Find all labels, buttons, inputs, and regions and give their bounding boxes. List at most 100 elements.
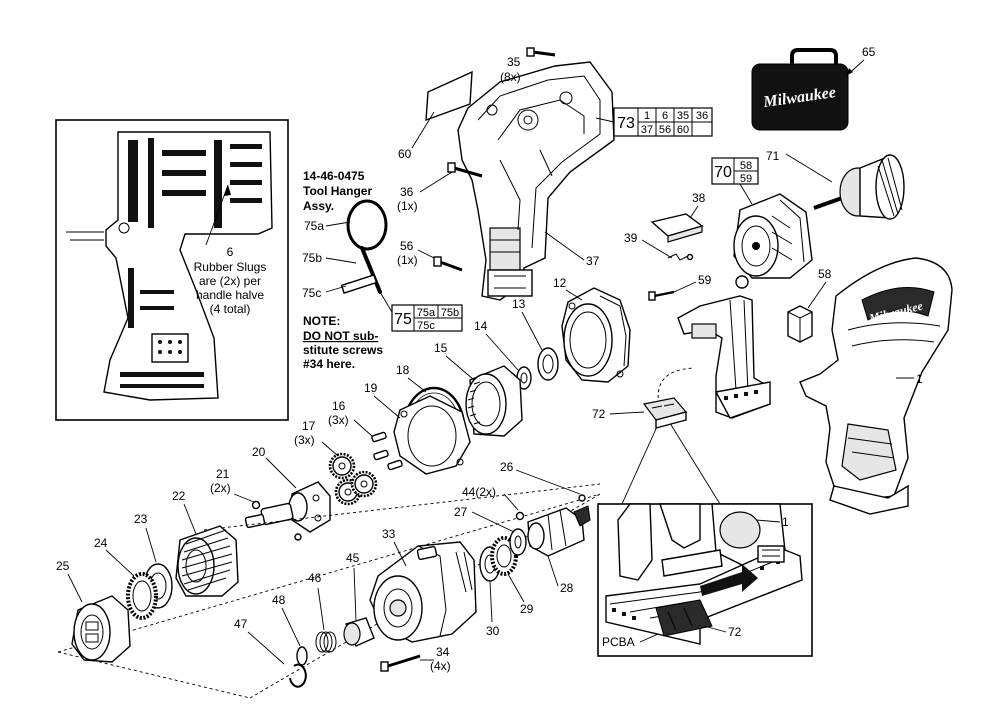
part-20-spindle [244,481,331,541]
part-19-label: 19 [364,381,378,395]
part-27-label: 27 [454,505,468,519]
part-1-label: 1 [916,372,923,386]
part-72-inset-label: 72 [728,625,742,639]
part-14-label: 14 [474,319,488,333]
part-36-label: 36 [400,185,414,199]
pcba-label: PCBA [602,635,635,649]
part-37-label: 37 [586,254,600,268]
part-71-rotor [813,154,905,220]
part-19-plate [393,395,471,475]
rubber-slugs-note-line2: are (2x) per [199,274,261,288]
kit-75-cell-2: 75c [417,320,435,332]
part-45-bushing [343,617,375,647]
kit-73-cell-0: 1 [644,110,650,122]
part-15-ring-gear [465,365,523,437]
part-46-spring [315,631,337,653]
part-38-switch-cover [650,213,704,243]
kit-70-cell-1: 59 [740,173,752,185]
part-59-screw [648,290,675,301]
part-71-label: 71 [766,149,780,163]
kit-75-cell-1: 75b [441,307,459,319]
part-15-label: 15 [434,341,448,355]
part-22-label: 22 [172,489,186,503]
part-37-housing-half [457,61,615,301]
kit-73-cell-5: 56 [659,124,671,136]
part-35-qty: (8x) [500,70,521,84]
part-13-washer [537,347,559,381]
note-line1: DO NOT sub- [303,329,378,343]
kit-73-cell-1: 6 [662,110,668,122]
kit-box-70: 70 58 59 [711,157,759,185]
part-72-switch [642,397,688,429]
part-25-end-cap [71,595,131,663]
part-56-screw [433,256,463,272]
switch-board-assembly [677,275,771,419]
part-21-qty: (2x) [210,481,231,495]
part-75a-hanger-ring [346,199,388,251]
part-56-qty: (1x) [397,253,418,267]
part-13-label: 13 [512,297,526,311]
assembly-guide-line-top [203,483,601,531]
part-45-label: 45 [346,551,360,565]
rubber-slugs-note-line1: Rubber Slugs [194,260,267,274]
kit-70-cell-0: 58 [740,160,752,172]
part-21-label: 21 [216,467,230,481]
part-44-label: 44(2x) [462,485,496,499]
part-27-washer [509,528,527,556]
hanger-title-line1: 14-46-0475 [303,169,365,183]
part-46-label: 46 [308,571,322,585]
part-16-pins [371,431,403,471]
note-title: NOTE: [303,314,340,328]
kit-73-cell-2: 35 [677,110,689,122]
kit-75-number: 75 [394,311,412,328]
kit-73-number: 73 [617,115,635,132]
part-47-label: 47 [234,617,248,631]
part-17-qty: (3x) [294,433,315,447]
kit-70-number: 70 [714,164,732,181]
part-33-label: 33 [382,527,396,541]
part-75a-label: 75a [304,219,324,233]
kit-box-73: 73 1 6 35 36 37 56 60 [613,107,713,137]
part-56-label: 56 [400,239,414,253]
hanger-title-line3: Assy. [303,199,334,213]
inset-pcba [597,503,813,657]
note-line2: stitute screws [303,343,383,357]
part-60-label: 60 [398,147,412,161]
part-20-label: 20 [252,445,266,459]
kit-73-cell-3: 36 [696,110,708,122]
part-1-inset-label: 1 [782,515,789,529]
part-12-gear-case [561,287,631,383]
part-34-qty: (4x) [430,659,451,673]
part-33-anvil-housing [369,541,477,643]
part-36-qty: (1x) [397,199,418,213]
part-22-spring [175,525,239,597]
part-30-label: 30 [486,624,500,638]
part-47-clip [289,663,307,688]
part-35-label: 35 [507,55,521,69]
part-48-label: 48 [272,593,286,607]
part-72-label: 72 [592,407,606,421]
part-29-label: 29 [520,602,534,616]
note-line3: #34 here. [303,357,355,371]
part-34-screw [380,654,421,672]
rubber-slugs-note-line4: (4 total) [210,302,251,316]
part-75b-label: 75b [302,251,322,265]
part-44-ball [515,511,525,521]
part-39-label: 39 [624,231,638,245]
part-65-carry-case: Milwaukee [751,48,849,131]
part-21-ball [251,500,261,510]
part-75c-label: 75c [302,286,321,300]
rubber-slugs-note-line3: handle halve [196,288,264,302]
part-39-spring [667,253,694,261]
hanger-title-line2: Tool Hanger [303,184,372,198]
part-35-screw [526,47,556,57]
part-70-stator [733,193,813,279]
kit-75-cell-0: 75a [417,307,436,319]
part-16-qty: (3x) [328,413,349,427]
part-17-label: 17 [302,419,316,433]
part-34-label: 34 [436,645,450,659]
inset-handle-half [55,119,289,421]
kit-box-75: 75 75a 75b 75c [391,304,463,332]
part-58-label: 58 [818,267,832,281]
